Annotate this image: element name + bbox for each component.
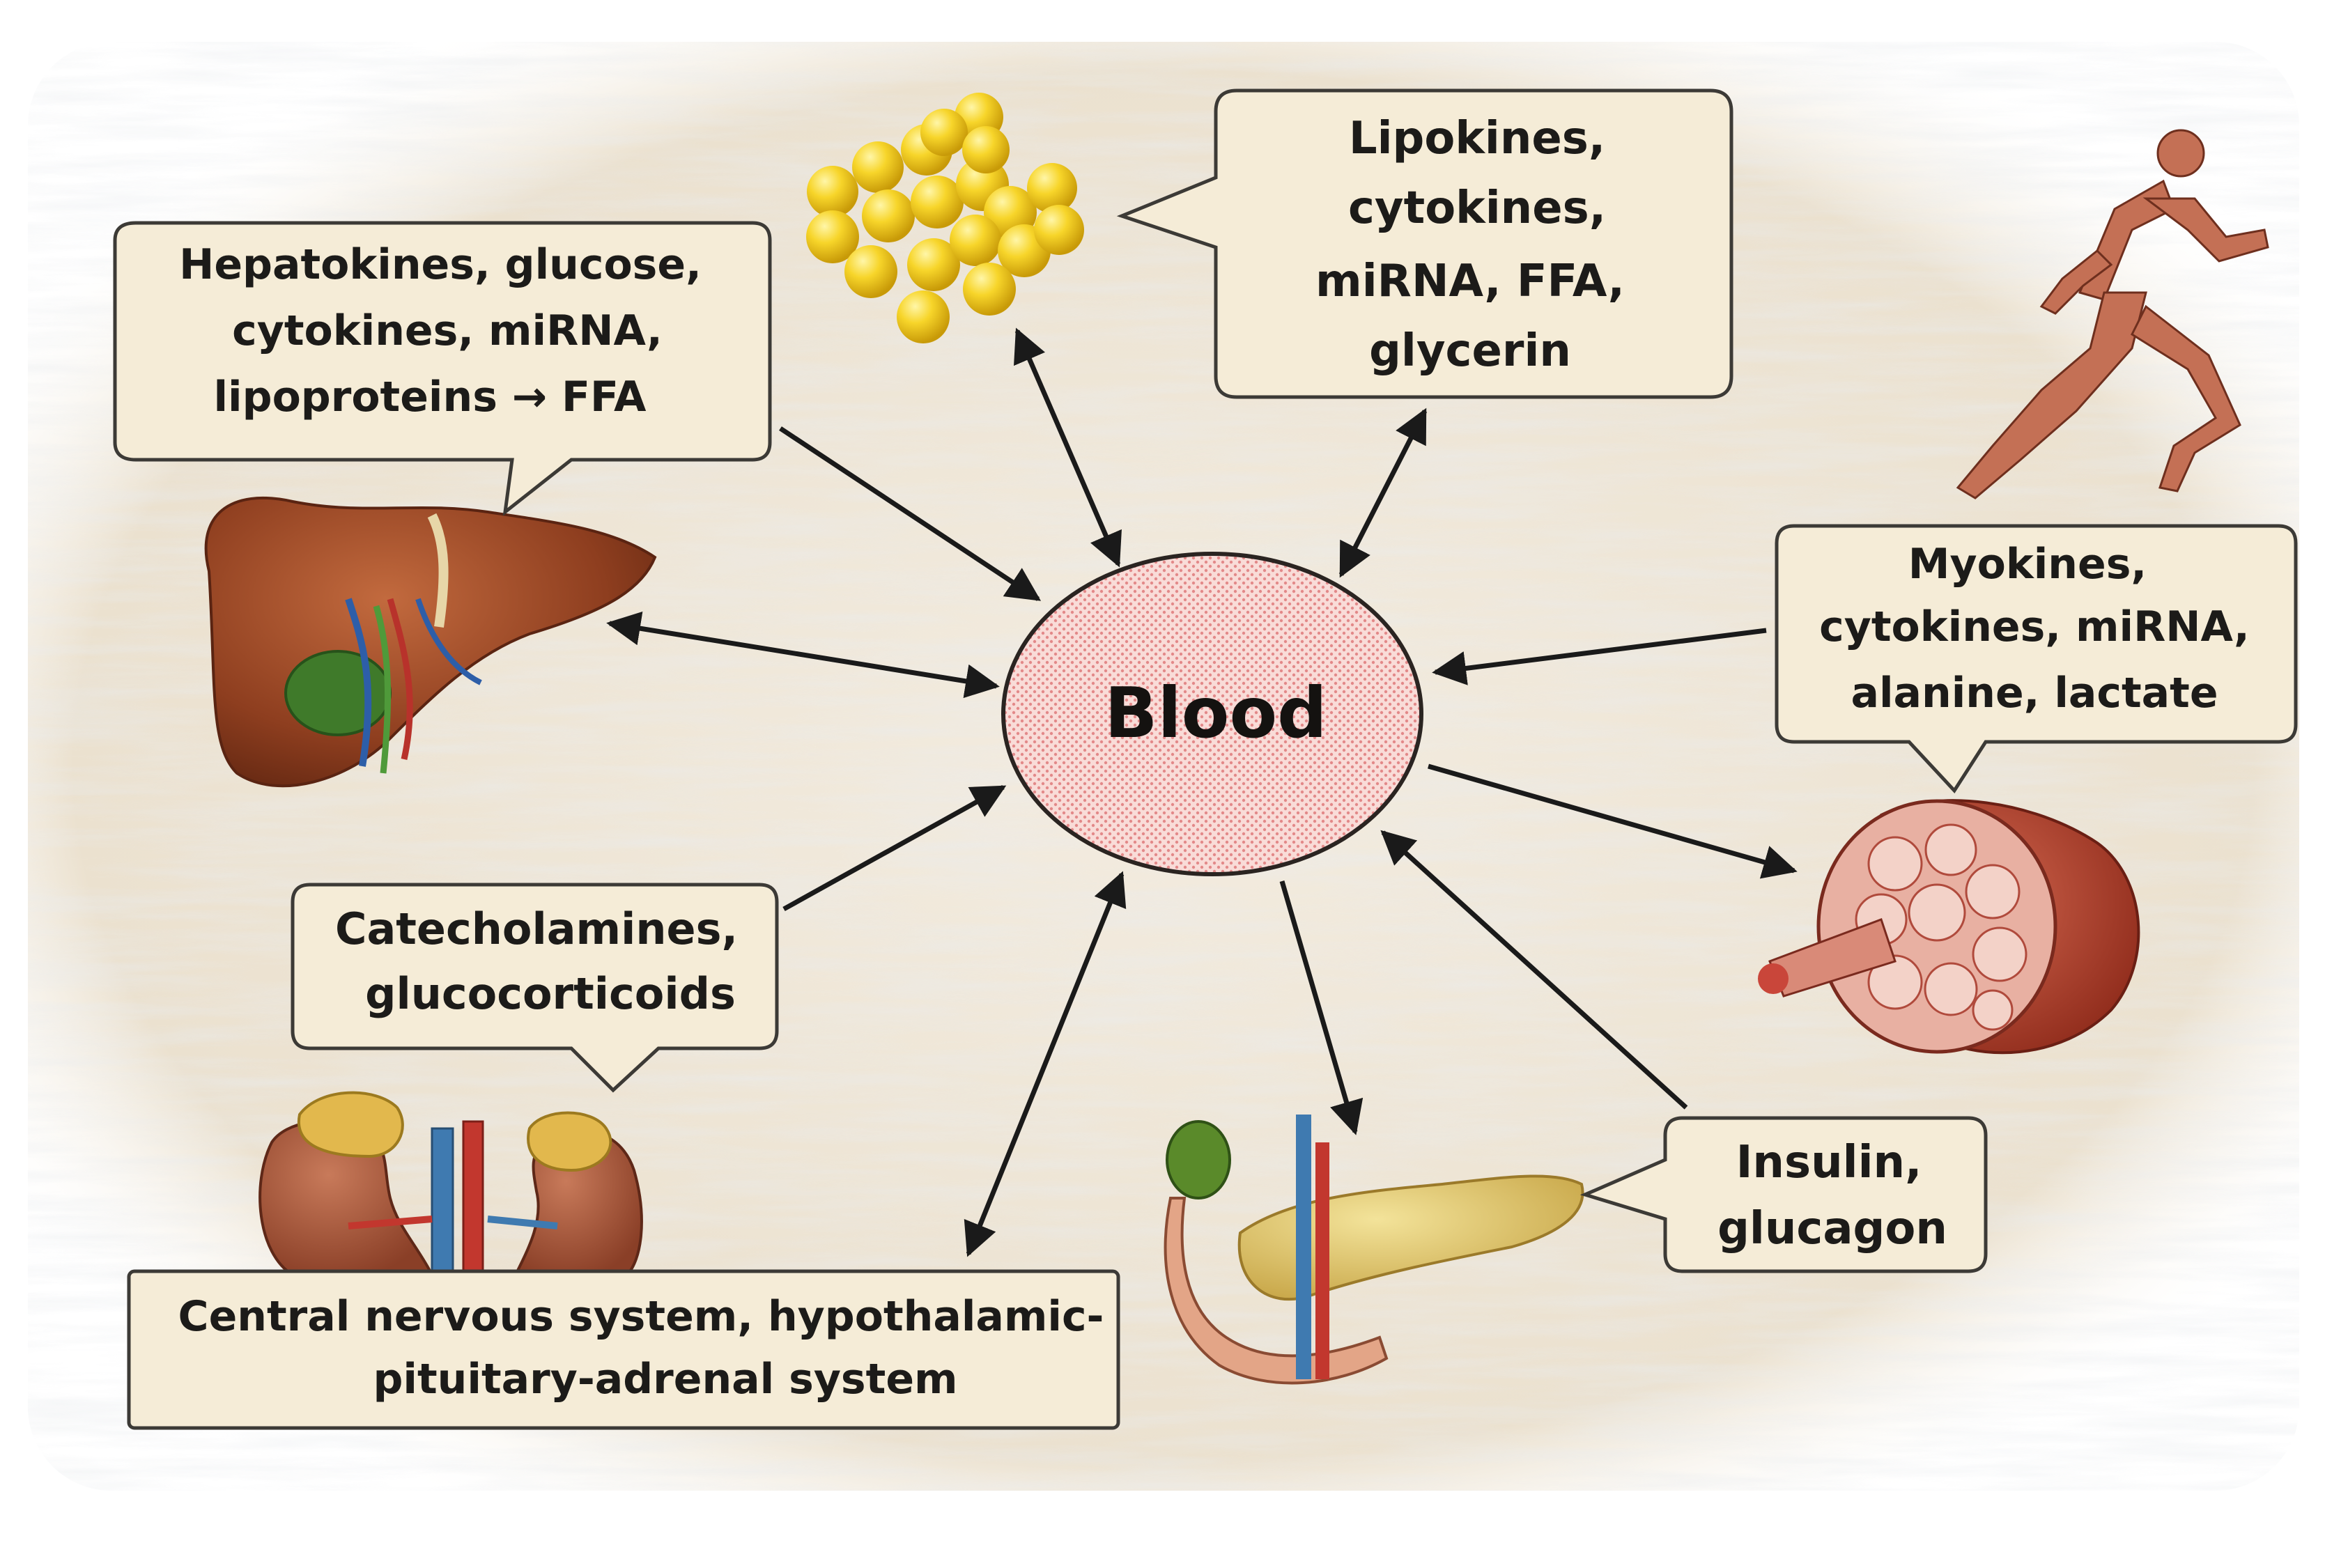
arrow-adrenal-box-to-blood [782,784,1007,912]
arrow-liver-blood-bidirectional [606,611,1000,699]
arrow-adipose-box-blood [1338,407,1428,578]
arrow-liver-box-to-blood [779,426,1042,601]
arrow-pancreas-box-to-blood [1380,830,1688,1110]
cns-box: Central nervous system, hypothalamic- pi… [127,1269,1120,1430]
kidneys-illustration [258,1091,643,1276]
liver-box-line-3: lipoproteins → FFA [213,373,647,421]
muscle-secretions-box: Myokines, cytokines, miRNA, alanine, lac… [1775,524,2298,794]
adipose-secretions-box: Lipokines, cytokines, miRNA, FFA, glycer… [1116,88,1733,399]
running-man-illustration [1956,129,2269,499]
pancreas-box-line-1: Insulin, [1736,1137,1922,1188]
cns-box-line-2: pituitary-adrenal system [373,1355,957,1404]
pancreas-box-line-2: glucagon [1717,1203,1947,1255]
arrow-fat-blood-bidirectional [1014,327,1122,568]
arrow-muscle-box-to-blood [1432,628,1767,685]
muscle-box-line-2: cytokines, miRNA, [1819,603,2250,651]
arrows [606,327,1798,1257]
liver-box-line-2: cytokines, miRNA, [232,306,663,355]
adrenal-box-line-2: glucocorticoids [365,968,736,1019]
muscle-illustration [1758,799,2140,1055]
adipose-box-line-2: cytokines, [1348,183,1606,234]
cns-box-line-1: Central nervous system, hypothalamic- [178,1292,1104,1341]
arrow-blood-to-muscle [1428,763,1798,879]
fat-droplets-illustration [806,93,1084,343]
pancreas-illustration [1164,1115,1584,1385]
adipose-box-line-1: Lipokines, [1349,113,1605,164]
blood-node: Blood [1001,552,1423,876]
liver-secretions-box: Hepatokines, glucose, cytokines, miRNA, … [113,221,772,516]
muscle-box-line-1: Myokines, [1908,540,2147,589]
adrenal-box-line-1: Catecholamines, [335,903,738,954]
blood-label: Blood [1104,672,1327,754]
liver-illustration [204,496,657,788]
pancreas-secretions-box: Insulin, glucagon [1579,1116,1988,1273]
arrow-cns-blood-bidirectional [964,871,1127,1257]
adipose-box-line-4: glycerin [1369,325,1571,377]
adrenal-secretions-box: Catecholamines, glucocorticoids [291,883,779,1093]
liver-box-line-1: Hepatokines, glucose, [179,240,702,289]
muscle-box-line-3: alanine, lactate [1851,669,2218,717]
arrow-blood-to-pancreas [1279,880,1364,1135]
adipose-box-line-3: miRNA, FFA, [1315,256,1625,307]
